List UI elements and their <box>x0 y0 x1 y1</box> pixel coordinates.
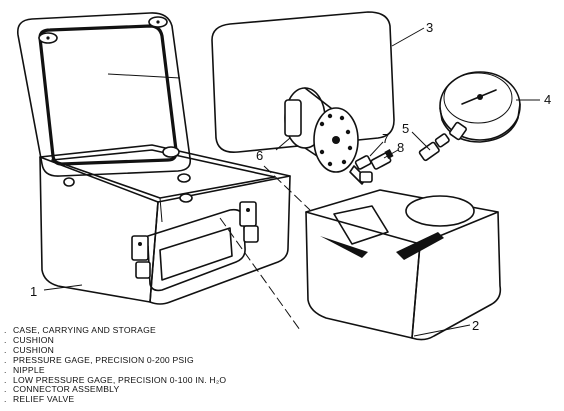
parts-legend: .CASE, CARRYING AND STORAGE .CUSHION .CU… <box>4 325 334 405</box>
legend-marker: . <box>4 374 7 385</box>
legend-item: .NIPPLE <box>4 364 45 375</box>
legend-item: .PRESSURE GAGE, PRECISION 0-200 PSIG <box>4 354 194 365</box>
pressure-gage <box>439 71 521 143</box>
legend-item: .CASE, CARRYING AND STORAGE <box>4 325 156 335</box>
connector-assembly <box>418 133 450 162</box>
callout-1: 1 <box>30 284 37 299</box>
callout-2: 2 <box>472 318 479 333</box>
leader-lines <box>43 27 540 337</box>
cushion-upper <box>211 11 395 154</box>
legend-item: .LOW PRESSURE GAGE, PRECISION 0-100 IN. … <box>4 374 227 385</box>
callout-6: 6 <box>256 148 263 163</box>
legend-marker: . <box>4 325 7 335</box>
legend-item: .RELIEF VALVE <box>4 394 75 405</box>
legend-item: .CUSHION <box>4 334 55 345</box>
legend-marker: . <box>4 354 7 365</box>
legend-marker: . <box>4 384 7 395</box>
case-bottom <box>39 144 291 305</box>
callout-5: 5 <box>402 121 409 136</box>
nipple <box>354 155 372 170</box>
callout-8: 8 <box>397 140 404 155</box>
low-pressure-gage <box>284 87 373 185</box>
legend-marker: . <box>4 364 7 375</box>
legend-item: .CONNECTOR ASSEMBLY <box>4 384 120 395</box>
callout-4: 4 <box>544 92 551 107</box>
callout-3: 3 <box>426 20 433 35</box>
callout-7: 7 <box>382 131 389 146</box>
legend-marker: . <box>4 394 7 405</box>
legend-marker: . <box>4 344 7 355</box>
legend-marker: . <box>4 334 7 345</box>
cushion-lower <box>305 189 502 341</box>
legend-item: .CUSHION <box>4 344 55 355</box>
